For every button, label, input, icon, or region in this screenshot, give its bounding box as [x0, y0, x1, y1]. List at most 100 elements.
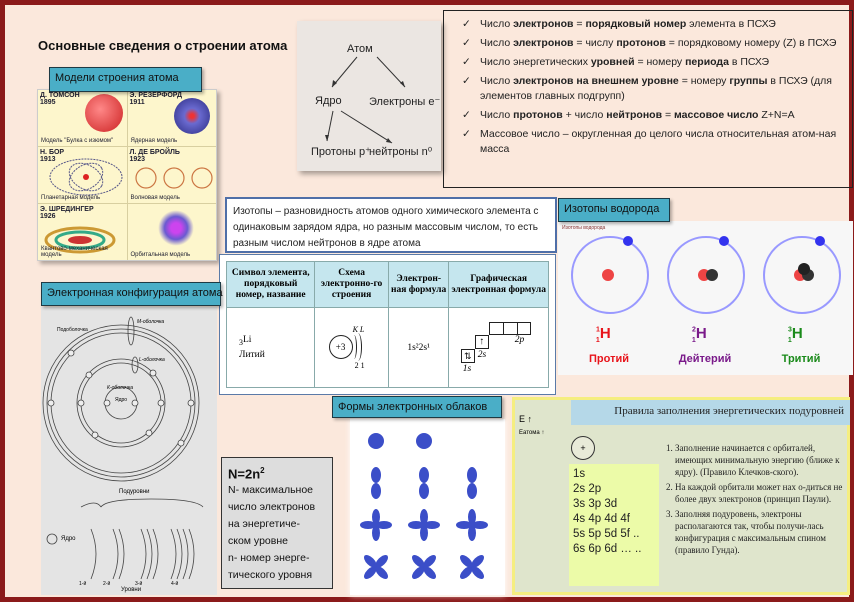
- protons-label: Протоны р⁺: [311, 146, 371, 158]
- isotope-item: 2 1H Дейтерий: [660, 227, 750, 373]
- element-symbol: H: [791, 325, 803, 342]
- sublevel-row: 1s: [573, 468, 586, 480]
- orbitals-drawing: [360, 433, 488, 579]
- model-year: 1911: [129, 99, 145, 106]
- model-year: 1895: [40, 99, 56, 106]
- model-caption: Модель "Булка с изюмом": [41, 138, 114, 144]
- electrons-label: Электроны е⁻: [369, 96, 441, 108]
- label: 2-й: [103, 581, 111, 587]
- text-line: на энергетиче-: [228, 518, 300, 531]
- isotope-item: 31H Тритий: [756, 227, 846, 373]
- sublevel-row: 4s 4p 4d 4f: [573, 513, 630, 525]
- neutrons-label: нейтроны n⁰: [369, 146, 433, 158]
- rule-item: Заполнение начинается с орбиталей, имеющ…: [675, 442, 847, 478]
- atom-facts-list: Число электронов = порядковый номер элем…: [443, 10, 853, 188]
- table-header: Электрон-ная формула: [387, 260, 450, 309]
- label: L-оболочка: [139, 357, 165, 363]
- d-orbital-icon: [408, 509, 440, 541]
- atom-icon: [667, 236, 745, 314]
- filling-rules-panel: Правила заполнения энергетических подуро…: [512, 397, 850, 595]
- hydrogen-isotopes-header: Изотопы водорода: [558, 198, 670, 222]
- isotopes-definition: Изотопы – разновидность атомов одного хи…: [225, 197, 557, 253]
- econf-header: Электронная конфигурация атома: [41, 282, 223, 306]
- electron-formula: 1s²2s¹: [387, 307, 450, 388]
- fact-item: Число энергетических уровней = номеру пе…: [462, 55, 844, 70]
- isotope-name: Дейтерий: [678, 353, 732, 365]
- exponent: 2: [260, 466, 265, 475]
- text-line: ском уровне: [228, 535, 288, 548]
- page-title: Основные сведения о строении атома: [38, 38, 288, 53]
- fact-item: Число протонов + число нейтронов = массо…: [462, 108, 844, 123]
- scientist-name: Л. ДЕ БРОЙЛЬ: [129, 149, 180, 156]
- orbital-2s-label: 2s: [477, 349, 487, 360]
- model-year: 1926: [40, 213, 56, 220]
- element-symbol: H: [695, 325, 707, 342]
- scientist-name: Э. ШРЕДИНГЕР: [40, 206, 94, 213]
- mass-number: 2: [692, 326, 696, 334]
- shells-drawing: [42, 316, 204, 580]
- energy-axis-label: E ↑: [519, 414, 533, 424]
- p-orbital-icon: [467, 467, 477, 499]
- model-year: 1923: [129, 156, 146, 163]
- sublevel-row: 3s 3p 3d: [573, 498, 618, 510]
- isotope-name: Тритий: [781, 353, 821, 365]
- electron-config-table: Символ элемента, порядковый номер, назва…: [219, 254, 556, 395]
- sublevel-row: 6s 6p 6d … ..: [573, 543, 642, 555]
- rule-item: На каждой орбитали может нах о-диться не…: [675, 481, 847, 505]
- label: К-оболочка: [107, 385, 133, 391]
- sublevel-row: 2s 2p: [573, 483, 602, 495]
- text-line: n- номер энерге-: [228, 552, 310, 565]
- element-name: Литий: [239, 349, 265, 360]
- text-line: тического уровня: [228, 569, 313, 582]
- nucleus-charge: +3: [328, 334, 353, 359]
- rules-list: Заполнение начинается с орбиталей, имеющ…: [661, 442, 847, 559]
- label: 3-й: [135, 581, 143, 587]
- rule-item: Заполняя подуровень, электроны располага…: [675, 508, 847, 556]
- table-header: Символ элемента, порядковый номер, назва…: [225, 260, 316, 309]
- proton-number: 1: [595, 337, 600, 345]
- shell-labels: K L: [352, 324, 365, 334]
- scientist-name: Н. БОР: [40, 149, 65, 156]
- model-year: 1913: [40, 156, 56, 163]
- atom-icon: [571, 236, 649, 314]
- label: 1-й: [79, 581, 87, 587]
- clouds-header: Формы электронных облаков: [332, 396, 502, 418]
- energy-axis-label: Eатома ↑: [519, 430, 545, 436]
- mass-number: 3: [788, 326, 792, 334]
- d-orbital-icon: [412, 555, 436, 579]
- fact-item: Число электронов на внешнем уровне = ном…: [462, 74, 844, 104]
- model-caption: Волновая модель: [130, 195, 180, 201]
- proton-number: 1: [691, 337, 696, 345]
- nucleus-icon: +: [571, 436, 595, 460]
- model-caption: Планетарная модель: [41, 195, 101, 201]
- text-line: N- максимальное: [228, 484, 314, 497]
- hydrogen-isotopes-image: Изотопы водорода 11H Протий 21H Дейтерий…: [558, 221, 853, 375]
- atom-icon: [763, 236, 841, 314]
- isotope-item: 11H Протий: [564, 227, 654, 373]
- scientist-name: Д. ТОМСОН: [40, 92, 80, 99]
- arrows-diagram: [325, 56, 406, 144]
- s-orbital-icon: [416, 433, 432, 449]
- model-caption: Орбитальная модель: [130, 252, 191, 258]
- text-line: число электронов: [228, 501, 316, 514]
- d-orbital-icon: [360, 509, 392, 541]
- image-caption: Изотопы водорода: [562, 225, 606, 231]
- orbital-2p-label: 2p: [514, 334, 525, 345]
- isotope-name: Протий: [589, 353, 629, 365]
- table-header: Графическая электронная формула: [448, 260, 549, 309]
- s-orbital-icon: [368, 433, 384, 449]
- atom-label: Атом: [347, 43, 373, 55]
- shell-counts: 2 1: [354, 360, 365, 370]
- fact-item: Массовое число – округленная до целого ч…: [462, 127, 844, 157]
- fact-item: Число электронов = порядковый номер элем…: [462, 17, 844, 32]
- model-cell: Орбитальная модель: [127, 204, 216, 260]
- d-orbital-icon: [364, 555, 388, 579]
- label: Уровни: [121, 587, 142, 593]
